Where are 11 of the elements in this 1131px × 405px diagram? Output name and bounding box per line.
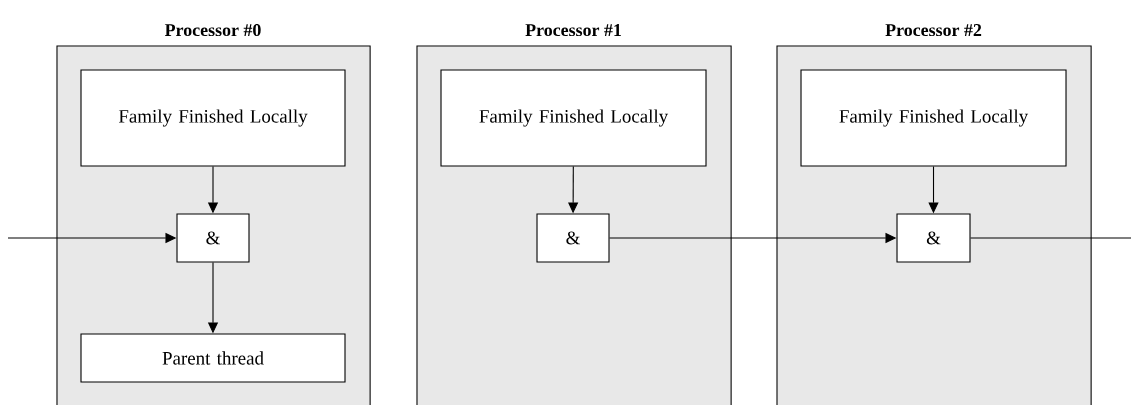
process-box: Parent thread — [80, 333, 346, 383]
node-label: Processor #2 — [885, 24, 982, 37]
node-label: Processor #0 — [164, 24, 261, 37]
process-box: Family Finished Locally — [80, 69, 346, 167]
connector-line — [970, 237, 1131, 239]
logic-box: & — [536, 213, 610, 263]
logic-box: & — [176, 213, 250, 263]
process-box: Family Finished Locally — [800, 69, 1067, 167]
process-box: Family Finished Locally — [440, 69, 707, 167]
logic-box: & — [896, 213, 971, 263]
node-label: Processor #1 — [525, 24, 621, 37]
